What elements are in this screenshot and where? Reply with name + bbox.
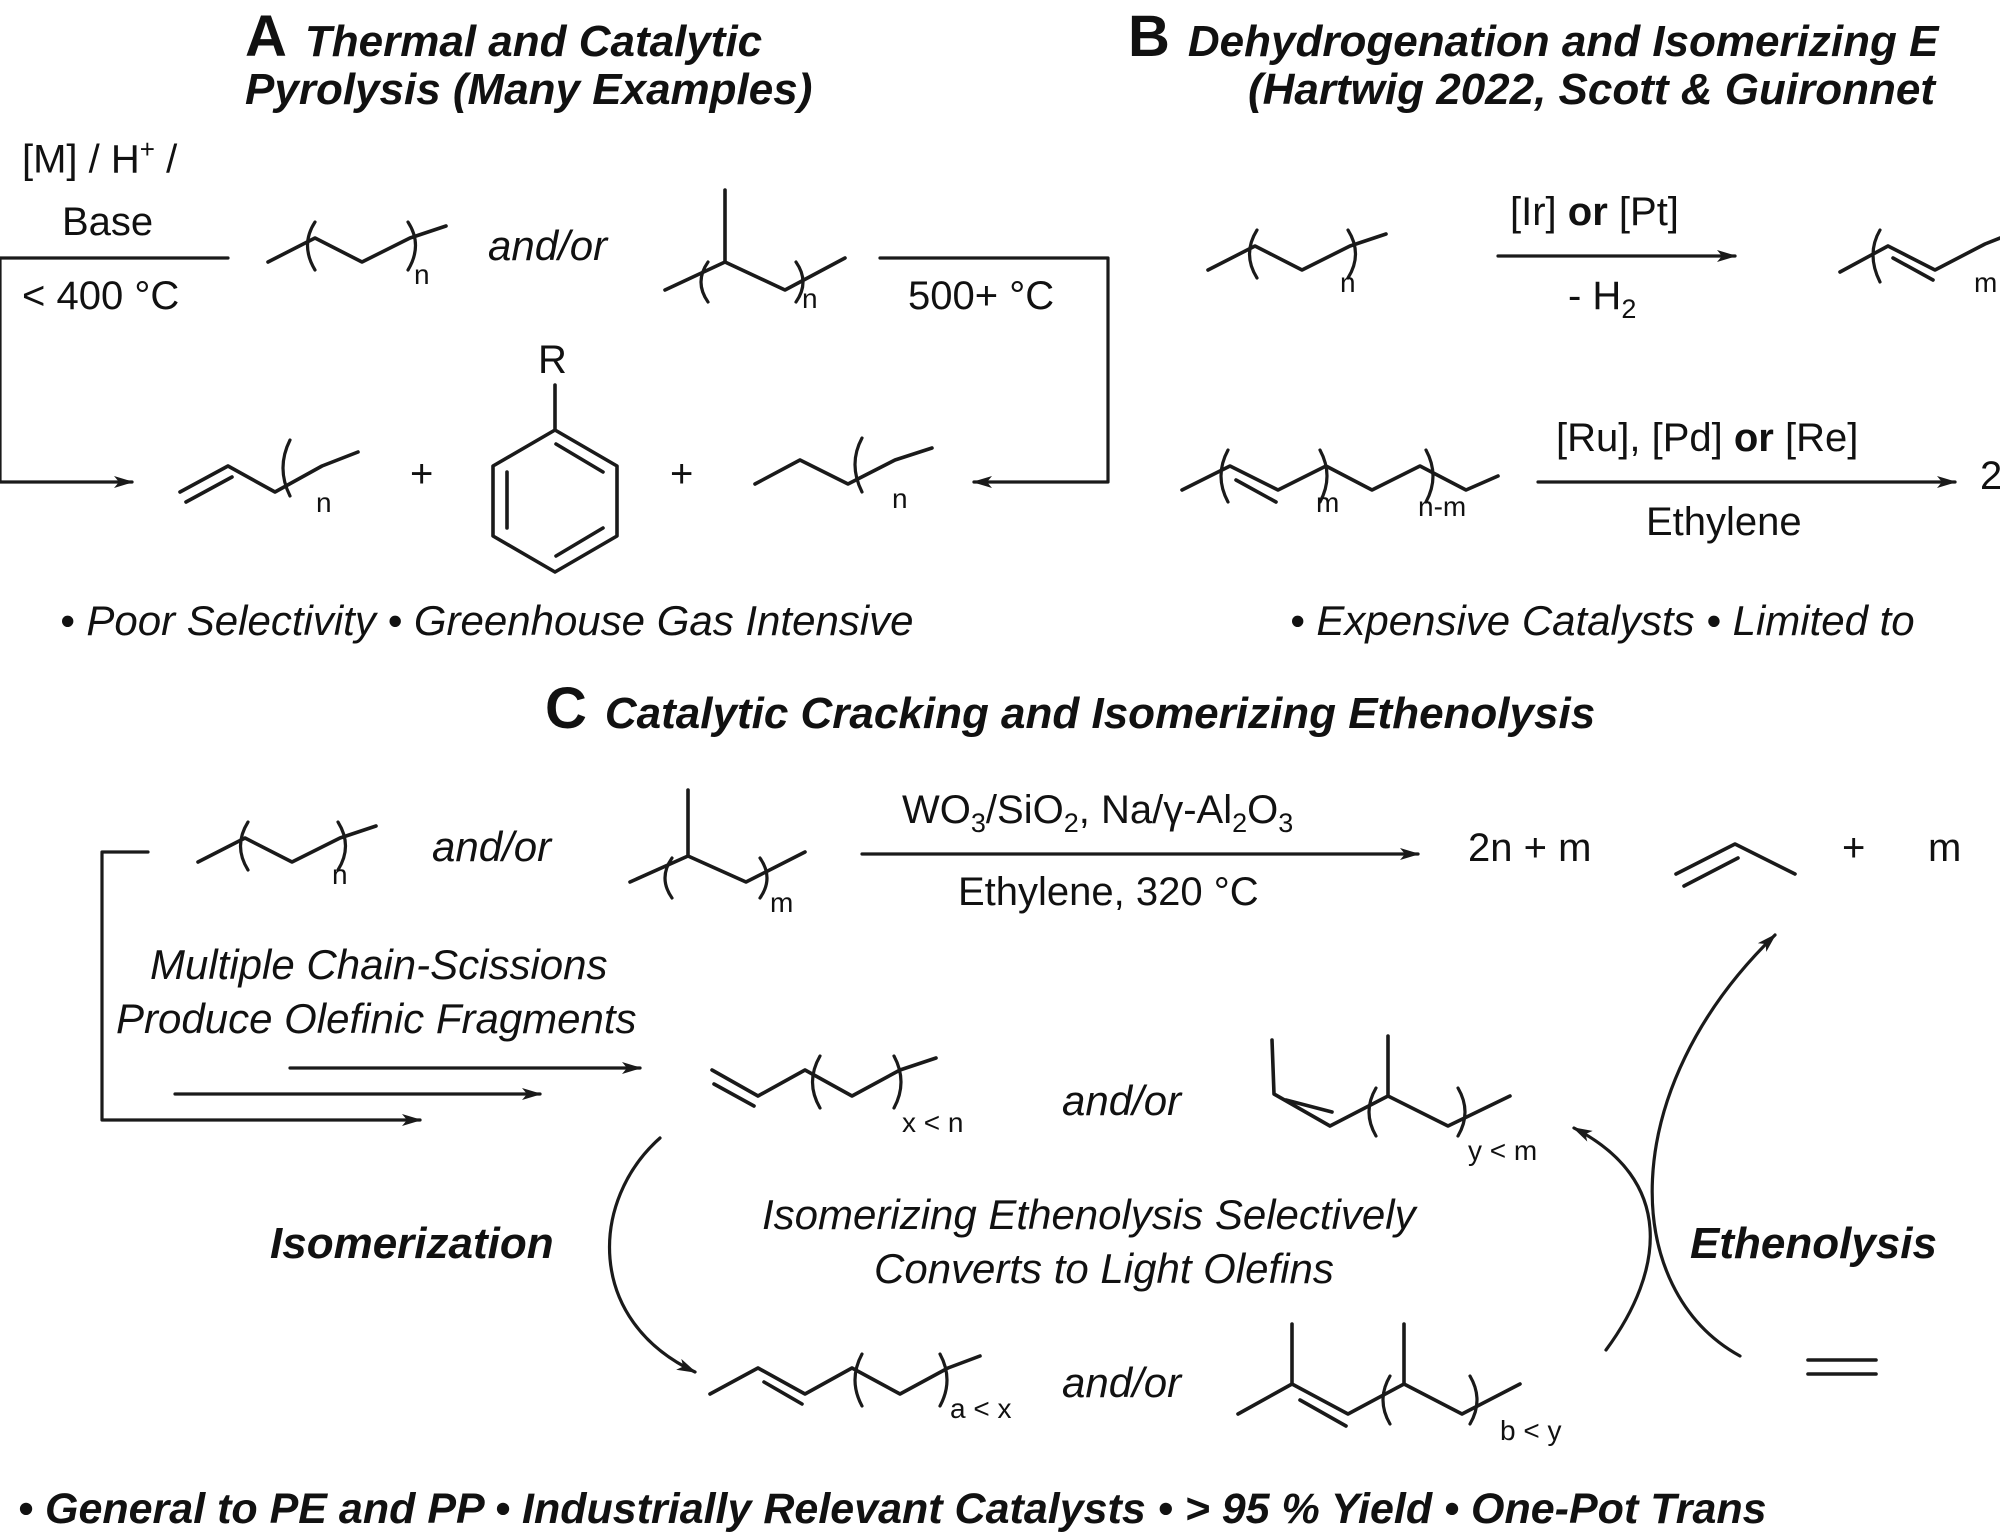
panel-c-isomerized-olefin-2: b < y bbox=[1236, 1322, 1561, 1446]
panel-b-title-line-2: (Hartwig 2022, Scott & Guironnet bbox=[1248, 65, 1935, 114]
panel-a-title-line-2: Pyrolysis (Many Examples) bbox=[245, 65, 813, 114]
panel-a-condition-base: Base bbox=[62, 200, 154, 244]
panel-a-polyethylene: n bbox=[266, 220, 448, 290]
panel-a-condition-catalyst: [M] / H+ / bbox=[22, 134, 178, 182]
panel-a-condition-low-temp: < 400 °C bbox=[22, 274, 180, 318]
panel-c-and-or-3: and/or bbox=[1062, 1359, 1182, 1406]
panel-c-center-line-2: Converts to Light Olefins bbox=[874, 1245, 1334, 1292]
panel-b-bullets: • Expensive Catalysts • Limited to bbox=[1290, 597, 1915, 644]
panel-a-right-bracket-arrow bbox=[878, 256, 1110, 488]
panel-c-x-lt-n: x < n bbox=[902, 1107, 963, 1138]
panel-a-alkane-product: n bbox=[753, 436, 934, 514]
panel-a-condition-high-temp: 500+ °C bbox=[908, 274, 1055, 318]
panel-a-alkane-n: n bbox=[892, 483, 908, 514]
panel-c-internal-olefin: y < m bbox=[1270, 1034, 1537, 1166]
panel-c-pp-m: m bbox=[770, 887, 793, 918]
panel-c-ethenolysis-label: Ethenolysis bbox=[1690, 1219, 1937, 1268]
panel-c-isomerized-olefin-1: a < x bbox=[708, 1352, 1011, 1424]
panel-a-plus-2: + bbox=[670, 452, 694, 496]
panel-c-temperature: Ethylene, 320 °C bbox=[958, 870, 1259, 914]
panel-a-polypropylene: n bbox=[663, 188, 847, 314]
panel-a-plus-1: + bbox=[410, 452, 434, 496]
panel-c-and-or-1: and/or bbox=[432, 823, 552, 870]
panel-b-catalyst-1: [Ir] or [Pt] bbox=[1510, 190, 1679, 234]
panel-a-pp-n: n bbox=[802, 283, 818, 314]
panel-c-isomerization-label: Isomerization bbox=[270, 1219, 554, 1268]
panel-a-bullets: • Poor Selectivity • Greenhouse Gas Inte… bbox=[60, 597, 914, 644]
panel-a-olefin-product: n bbox=[178, 438, 360, 518]
panel-c-terminal-olefin: x < n bbox=[710, 1054, 963, 1138]
panel-b-product-coefficient: 2 bbox=[1980, 454, 2000, 498]
panel-c-footer-bullets: • General to PE and PP • Industrially Re… bbox=[18, 1485, 1767, 1533]
panel-c-scission-bracket-arrow bbox=[100, 850, 422, 1126]
panel-b-minus-h2: - H2 bbox=[1568, 274, 1637, 324]
panel-a-substituent-r: R bbox=[538, 338, 567, 382]
panel-b-polyethylene: n bbox=[1206, 228, 1388, 298]
panel-c-center-line-1: Isomerizing Ethenolysis Selectively bbox=[762, 1191, 1416, 1238]
panel-b-title-text: Dehydrogenation and Isomerizing E bbox=[1187, 17, 1939, 66]
panel-c-polypropylene: m bbox=[628, 788, 807, 918]
panel-b-substrate-n-m: n-m bbox=[1418, 491, 1466, 522]
panel-a-title-text: Thermal and Catalytic bbox=[304, 17, 763, 66]
panel-a-pe-n: n bbox=[414, 259, 430, 290]
panel-c-plus: + bbox=[1842, 826, 1866, 870]
panel-c-pe-n: n bbox=[332, 859, 348, 890]
panel-b-unsaturated-substrate: m n-m bbox=[1180, 448, 1500, 522]
panel-c-scission-line-2: Produce Olefinic Fragments bbox=[116, 995, 637, 1042]
panel-b-olefin-m: m bbox=[1974, 267, 1997, 298]
panel-c-y-lt-m: y < m bbox=[1468, 1135, 1537, 1166]
panel-a-olefin-n: n bbox=[316, 487, 332, 518]
panel-a-and-or: and/or bbox=[488, 222, 608, 269]
panel-c-catalyst-conditions: WO3/SiO2, Na/γ-Al2O3 bbox=[902, 788, 1294, 838]
panel-b-pe-n: n bbox=[1340, 267, 1356, 298]
panel-b-letter: B bbox=[1128, 4, 1170, 69]
panel-a-aromatic-ring bbox=[491, 383, 619, 574]
panel-c-coefficient-m: m bbox=[1928, 826, 1962, 870]
panel-c-ethenolysis-up-arrow bbox=[1650, 933, 1777, 1358]
panel-b-catalyst-2: [Ru], [Pd] or [Re] bbox=[1556, 416, 1859, 460]
panel-b-ethylene: Ethylene bbox=[1646, 500, 1802, 544]
panel-c-polyethylene: n bbox=[196, 820, 378, 890]
panel-c-ethenolysis-return-arrow bbox=[1572, 1126, 1652, 1352]
panel-a-letter: A bbox=[245, 4, 287, 69]
panel-b-olefin-product: m bbox=[1838, 228, 2000, 298]
panel-c-scission-line-1: Multiple Chain-Scissions bbox=[150, 941, 608, 988]
panel-c-title-text: Catalytic Cracking and Isomerizing Ethen… bbox=[604, 689, 1596, 738]
panel-c-coefficient-2n-m: 2n + m bbox=[1468, 826, 1592, 870]
panel-c-letter: C bbox=[545, 676, 587, 741]
panel-c-ethylene bbox=[1806, 1358, 1878, 1376]
panel-c-and-or-2: and/or bbox=[1062, 1077, 1182, 1124]
panel-c-b-lt-y: b < y bbox=[1500, 1415, 1561, 1446]
panel-b-substrate-m: m bbox=[1316, 487, 1339, 518]
panel-c-a-lt-x: a < x bbox=[950, 1393, 1011, 1424]
panel-a-left-bracket-arrow bbox=[0, 256, 230, 488]
panel-c-isomerization-arrow bbox=[607, 1136, 697, 1374]
panel-c-propylene bbox=[1674, 842, 1797, 888]
